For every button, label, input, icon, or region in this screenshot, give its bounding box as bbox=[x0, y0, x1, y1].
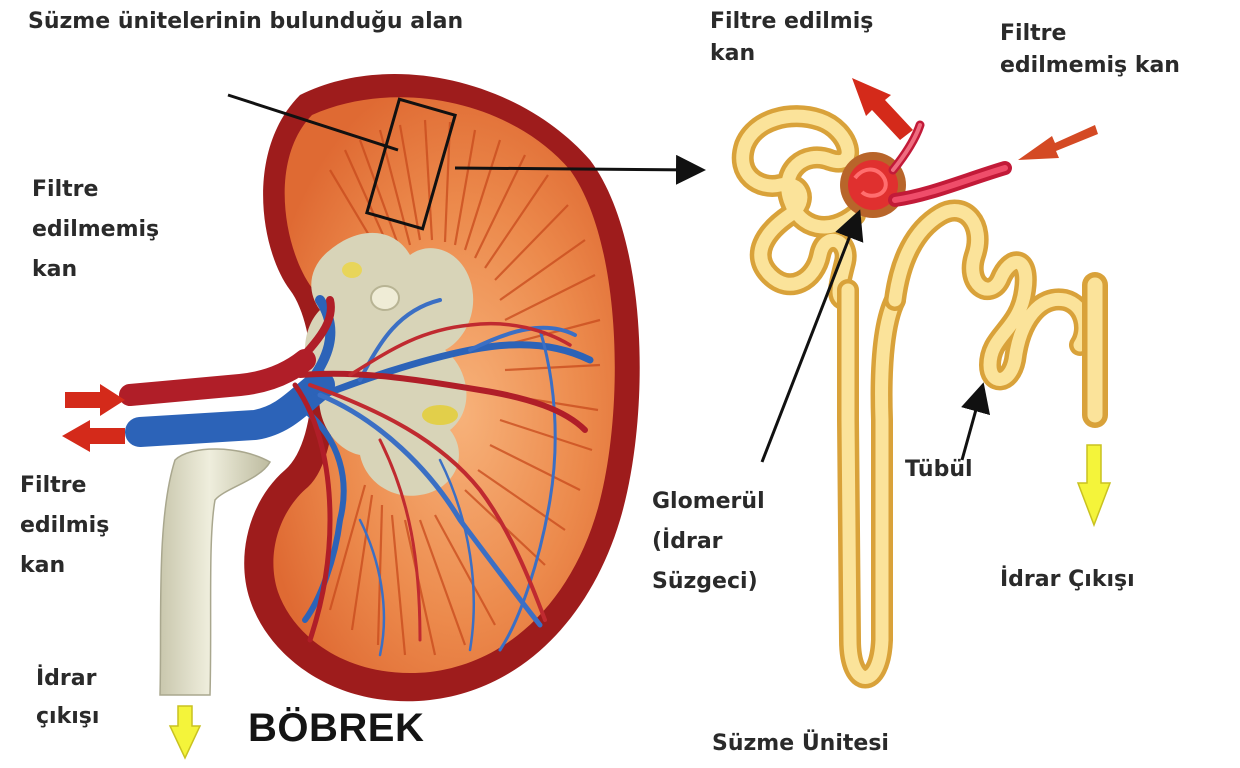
red-arrow-icon bbox=[1018, 125, 1098, 160]
filtered-blood-left-label: Filtre edilmiş kan bbox=[20, 466, 109, 586]
yellow-down-arrow-icon bbox=[170, 706, 200, 758]
glomerulus-label: Glomerül (İdrar Süzgeci) bbox=[652, 482, 765, 602]
filtration-area-label: Süzme ünitelerinin bulunduğu alan bbox=[28, 6, 463, 38]
glomerulus bbox=[840, 125, 1005, 218]
unfiltered-blood-top-label: Filtre edilmemiş kan bbox=[1000, 18, 1180, 82]
red-arrow-icon bbox=[65, 384, 125, 416]
red-arrow-icon bbox=[62, 420, 125, 452]
tubule-label: Tübül bbox=[905, 454, 973, 486]
filtration-unit-label: Süzme Ünitesi bbox=[712, 728, 889, 760]
kidney-title: BÖBREK bbox=[248, 712, 424, 744]
pointer-arrow-icon bbox=[962, 388, 982, 460]
pointer-arrow-icon bbox=[455, 168, 700, 170]
urine-outlet-right-label: İdrar Çıkışı bbox=[1000, 564, 1135, 596]
red-arrow-icon bbox=[852, 78, 913, 140]
yellow-down-arrow-icon bbox=[1078, 445, 1110, 525]
filtered-blood-top-label: Filtre edilmiş kan bbox=[710, 6, 873, 70]
unfiltered-blood-left-label: Filtre edilmemiş kan bbox=[32, 170, 159, 290]
urine-outlet-left-label: İdrar çıkışı bbox=[36, 660, 99, 736]
